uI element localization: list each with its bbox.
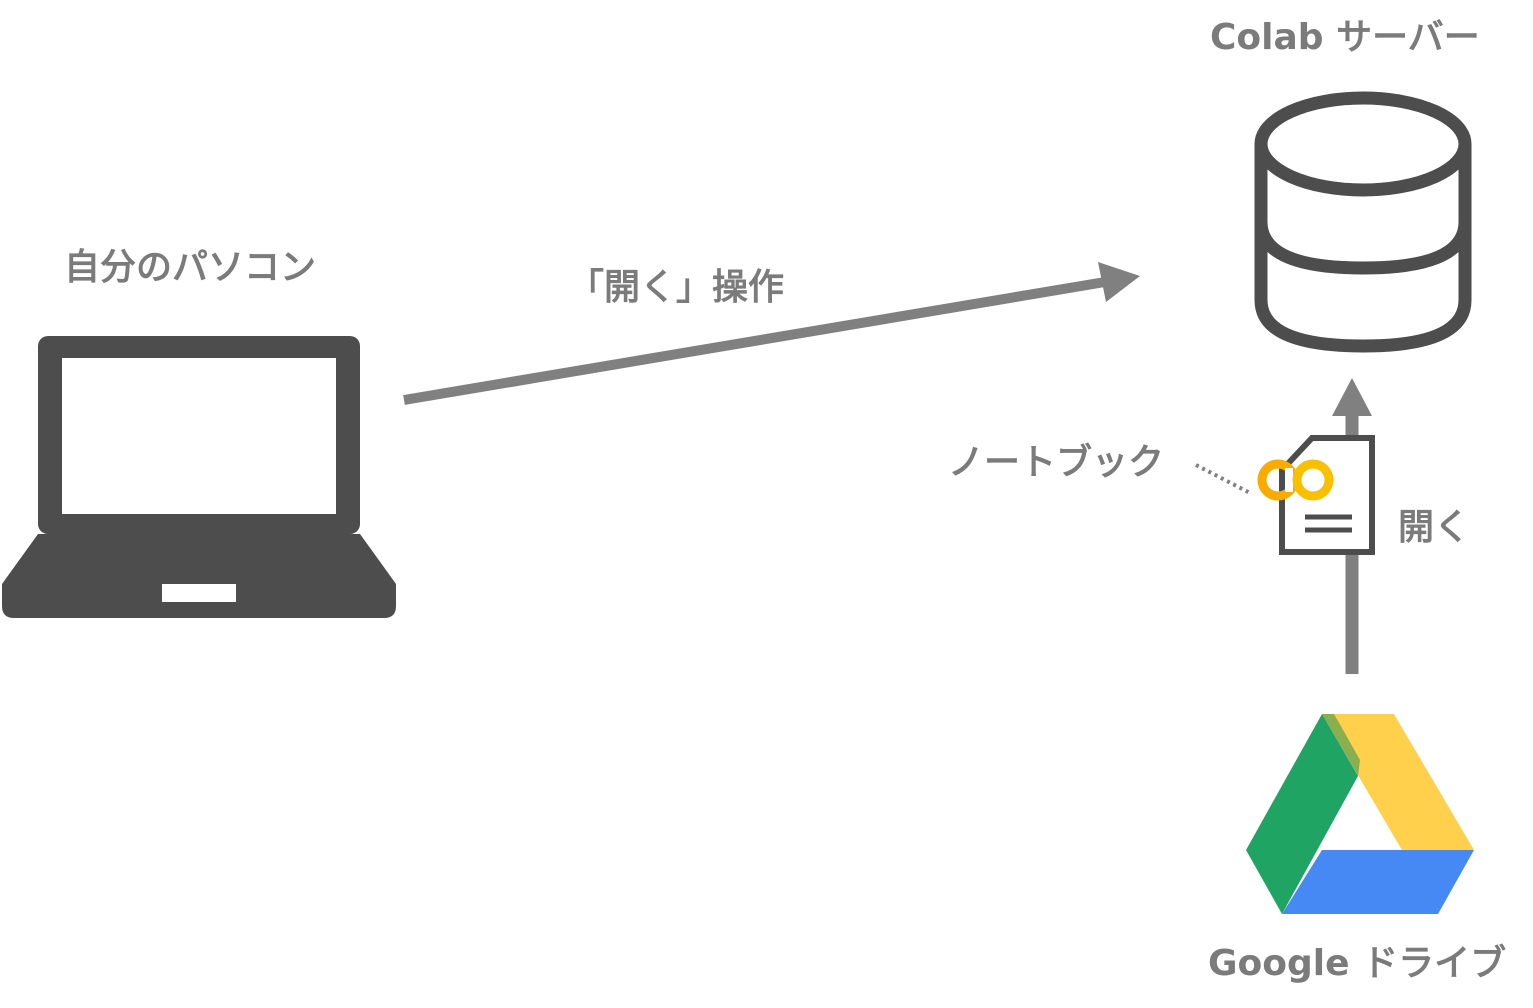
google-drive-icon (1246, 714, 1474, 914)
pc-label: 自分のパソコン (64, 247, 317, 288)
colab-logo-icon (1257, 459, 1334, 501)
database-icon (1254, 91, 1472, 353)
open-label: 開く (1398, 507, 1471, 548)
server-label: Colab サーバー (1210, 17, 1480, 58)
open-operation-label: 「開く」操作 (568, 267, 785, 308)
open-operation-arrow (403, 262, 1140, 405)
notebook-document-icon (1279, 435, 1375, 555)
notebook-label: ノートブック (948, 442, 1165, 483)
laptop-icon (2, 336, 396, 618)
notebook-leader-line (1195, 463, 1253, 496)
drive-label: Google ドライブ (1208, 943, 1507, 984)
